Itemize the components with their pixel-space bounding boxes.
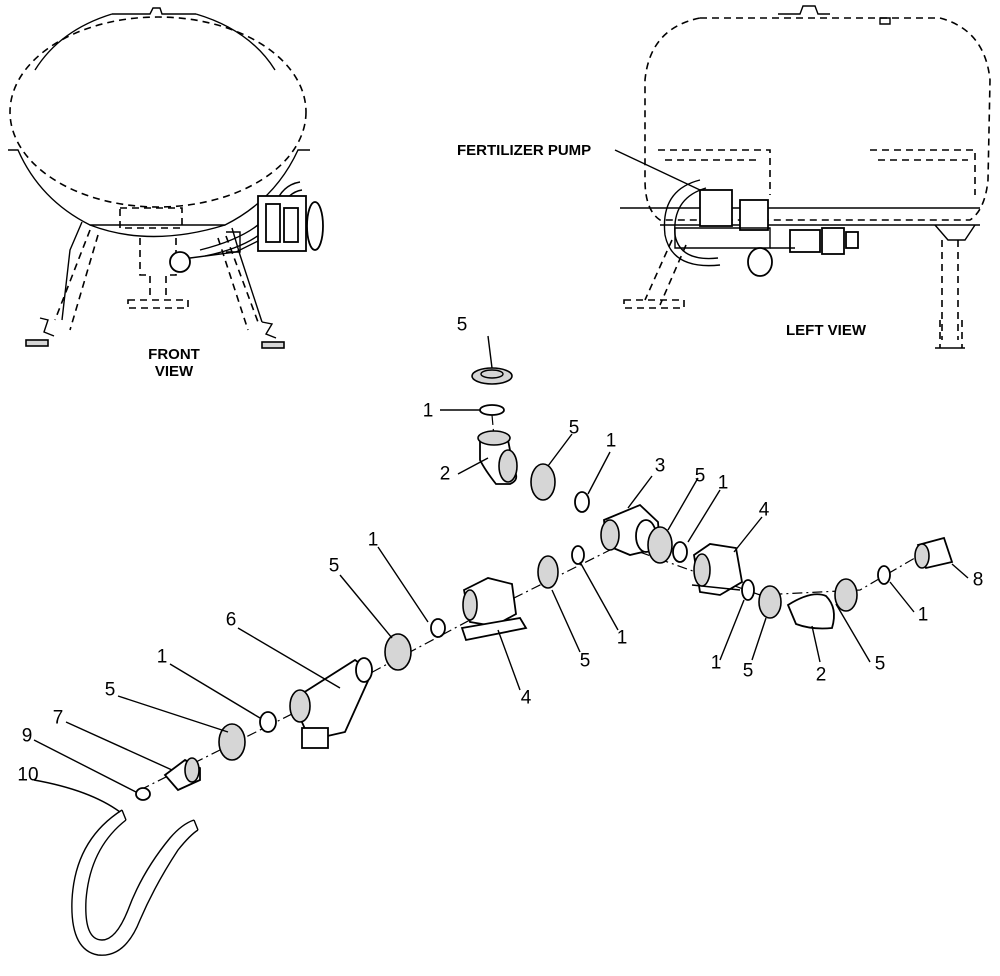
callout-5: 5 <box>694 465 706 487</box>
left-view-title: LEFT VIEW <box>786 322 866 339</box>
callout-5: 5 <box>456 314 468 336</box>
callout-2: 2 <box>439 463 451 485</box>
callout-5: 5 <box>579 650 591 672</box>
elbow-right <box>786 593 835 630</box>
callout-1: 1 <box>605 430 617 452</box>
callout-7: 7 <box>52 707 64 729</box>
callout-5: 5 <box>104 679 116 701</box>
valve-4-center <box>462 577 517 627</box>
hose-10 <box>71 809 199 956</box>
callout-4: 4 <box>758 499 770 521</box>
callout-10: 10 <box>17 764 39 786</box>
left-view-drawing <box>620 5 991 349</box>
callout-1: 1 <box>422 400 434 422</box>
gasket-top <box>479 404 505 416</box>
callout-9: 9 <box>21 725 33 747</box>
callout-1: 1 <box>710 652 722 674</box>
callout-3: 3 <box>654 455 666 477</box>
callout-1: 1 <box>917 604 929 626</box>
callout-5: 5 <box>568 417 580 439</box>
callout-1: 1 <box>156 646 168 668</box>
callout-1: 1 <box>616 627 628 649</box>
callout-1: 1 <box>367 529 379 551</box>
callout-8: 8 <box>972 569 984 591</box>
callout-5: 5 <box>328 555 340 577</box>
front-view-title: FRONT VIEW <box>148 346 200 381</box>
callout-6: 6 <box>225 609 237 631</box>
exploded-assembly <box>71 367 954 956</box>
hose-clamp-9 <box>135 787 151 801</box>
callout-5: 5 <box>742 660 754 682</box>
front-view-drawing <box>8 7 324 349</box>
callout-2: 2 <box>815 664 827 686</box>
gasket-1a <box>574 491 590 513</box>
callout-5: 5 <box>874 653 886 675</box>
leader-lines <box>33 149 969 813</box>
callout-4: 4 <box>520 687 532 709</box>
clamp-5a <box>530 463 556 501</box>
fertilizer-pump-label: FERTILIZER PUMP <box>457 142 592 159</box>
callout-1: 1 <box>717 472 729 494</box>
